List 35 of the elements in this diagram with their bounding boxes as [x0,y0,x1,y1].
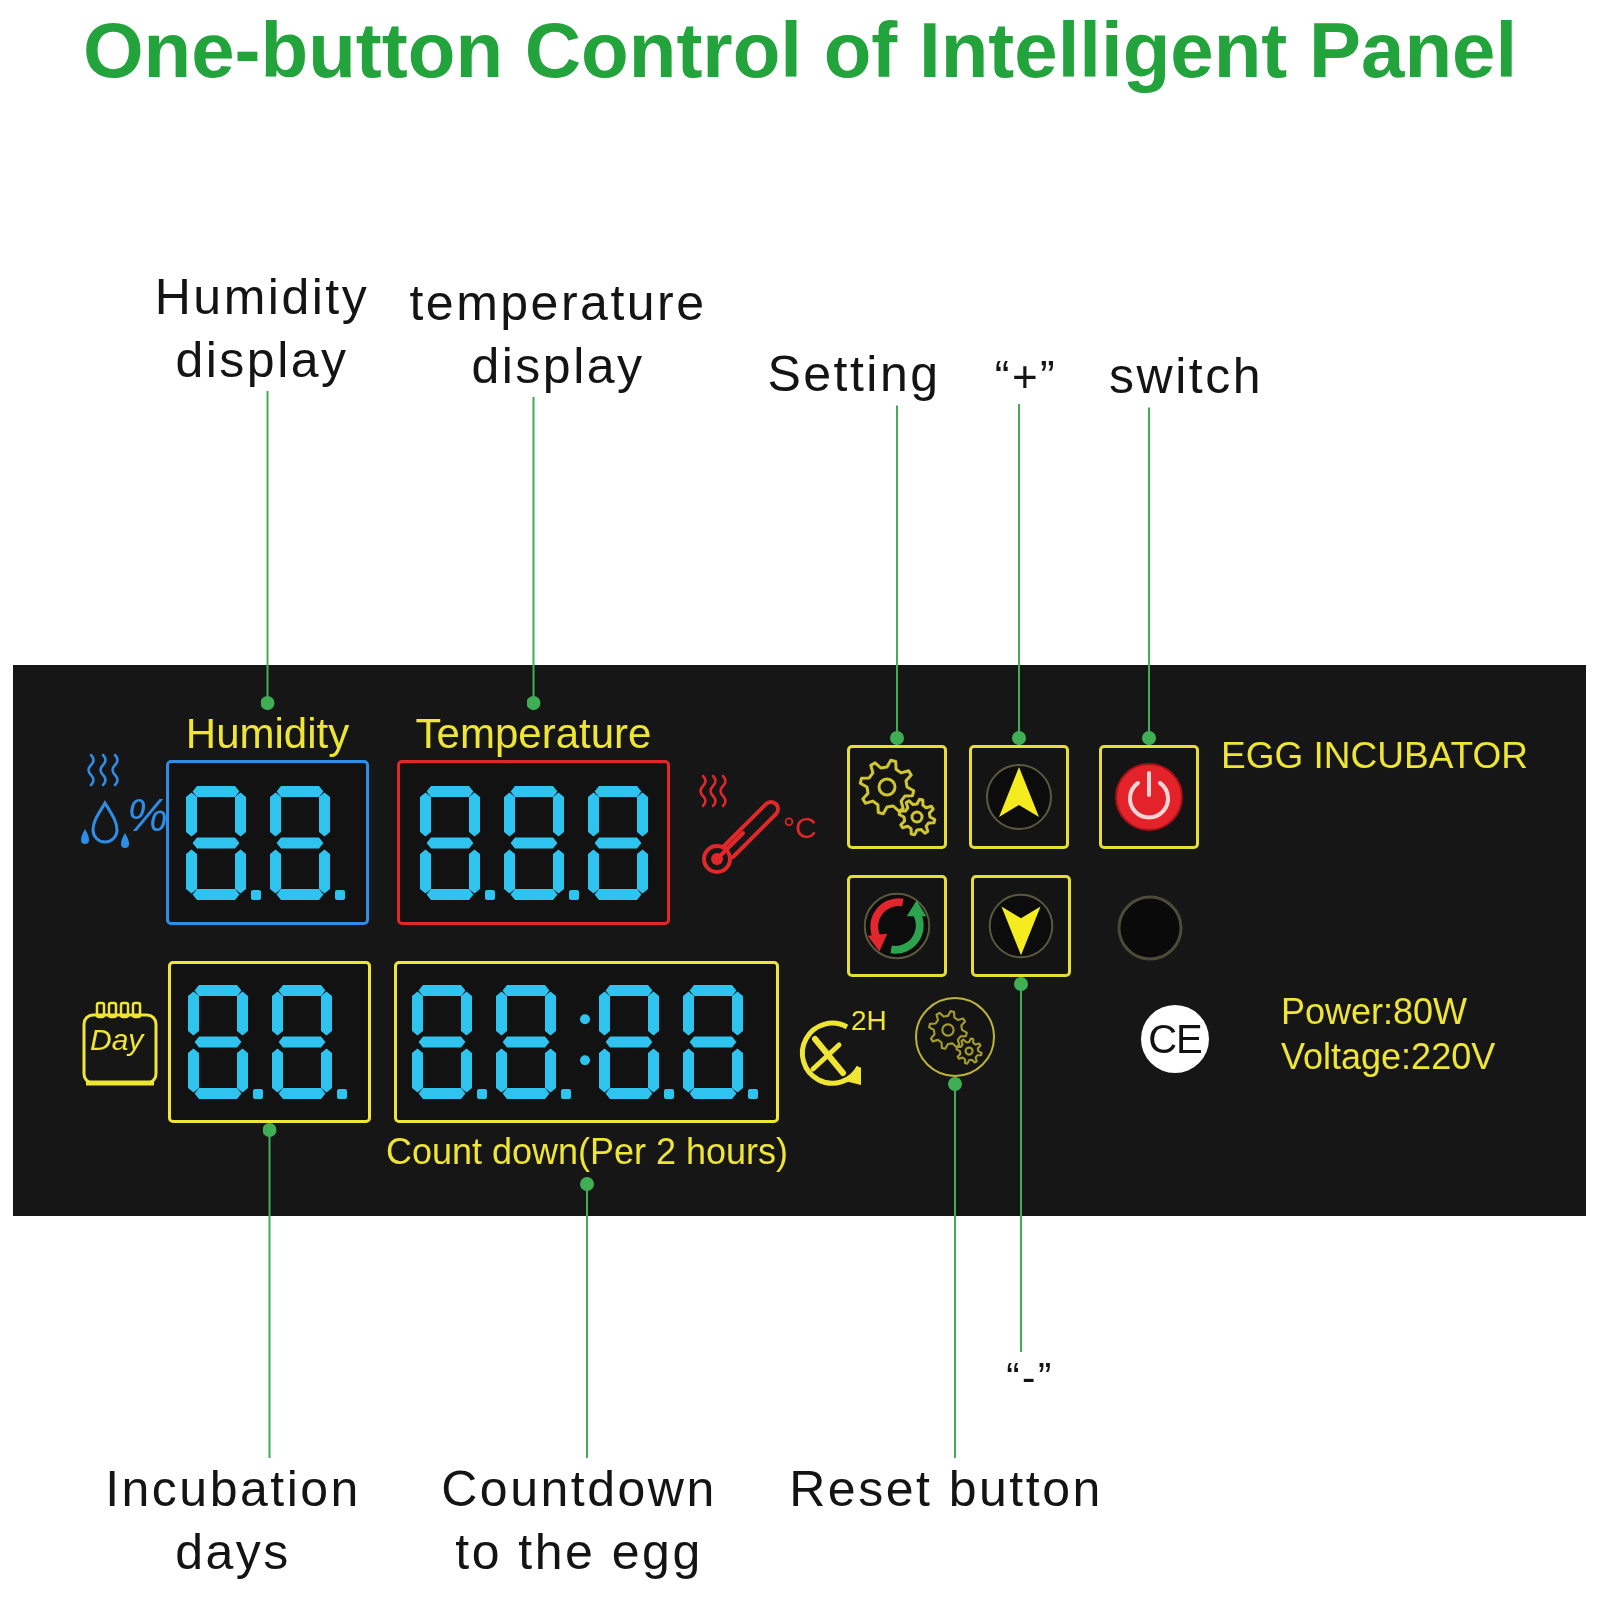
callout-label: switch [1107,345,1265,408]
leader-line [526,396,541,711]
callout-label: Setting [765,343,943,406]
display-heading: Count down(Per 2 hours) [384,1131,790,1173]
leader-line [580,1176,594,1459]
leader-line [262,1122,277,1459]
icon-caption: Day [90,1023,144,1058]
spec-text: Power:80W Voltage:220V [1281,990,1497,1079]
callout-label: Reset button [787,1458,1105,1521]
title: One-button Control of Intelligent Panel [82,6,1518,94]
certification-mark: CE [1141,1005,1209,1073]
leader-line [1014,976,1028,1353]
display-heading: Humidity [184,710,351,759]
callout-label: “+” [993,349,1059,404]
up-button [969,745,1069,849]
callout-label: “-” [1004,1352,1056,1402]
leader-line [260,390,275,711]
refresh-button [847,875,947,977]
power-button [1099,745,1199,849]
display-heading: Temperature [414,710,653,759]
settings-button [847,745,947,849]
icon-caption: 2H [851,1005,887,1038]
callout-label: temperature display [407,272,709,397]
leader-line [1012,403,1026,746]
panel-title: EGG INCUBATOR [1221,734,1529,778]
leader-line [948,1076,962,1459]
callout-label: Countdown to the egg [439,1458,719,1583]
leader-line [890,404,904,746]
leader-line [1142,406,1156,746]
callout-label: Incubation days [103,1458,363,1583]
unit-symbol: °C [783,811,817,846]
unit-symbol: % [127,789,168,842]
down-button [971,875,1071,977]
callout-label: Humidity display [153,266,371,391]
control-panel [13,665,1586,1216]
